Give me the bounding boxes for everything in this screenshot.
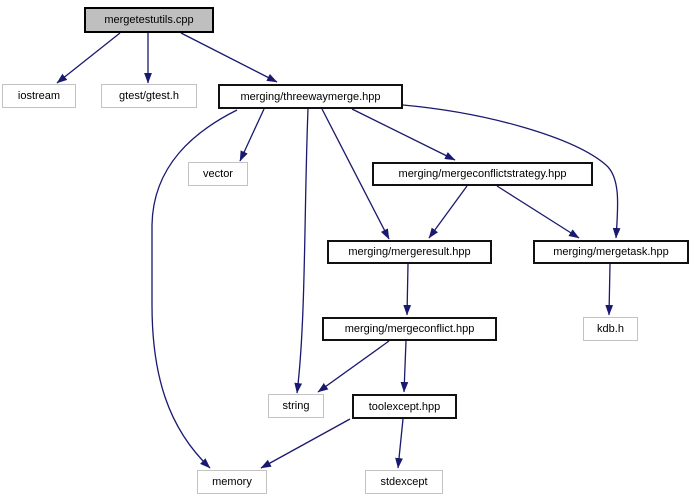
edge-threewaymerge-to-mergetask xyxy=(402,104,621,239)
edge-mergeconflict-to-string xyxy=(317,340,390,393)
node-merging-mergeresult-hpp[interactable]: merging/mergeresult.hpp xyxy=(327,240,492,264)
node-merging-mergetask-hpp[interactable]: merging/mergetask.hpp xyxy=(533,240,689,264)
node-iostream: iostream xyxy=(2,84,76,108)
node-stdexcept: stdexcept xyxy=(365,470,443,494)
node-merging-threewaymerge-hpp[interactable]: merging/threewaymerge.hpp xyxy=(218,84,403,109)
edge-toolexcept-to-memory xyxy=(260,418,351,469)
node-memory: memory xyxy=(197,470,267,494)
node-kdb-h: kdb.h xyxy=(583,317,638,341)
node-gtest-gtest-h: gtest/gtest.h xyxy=(101,84,197,108)
edge-toolexcept-to-stdexcept xyxy=(395,418,404,469)
edge-mergetestutils-to-iostream xyxy=(56,32,121,84)
node-vector: vector xyxy=(188,162,248,186)
edge-threewaymerge-to-mergeconflictstrategy xyxy=(351,108,456,161)
edge-mergeresult-to-mergeconflict xyxy=(403,263,412,316)
edge-threewaymerge-to-vector xyxy=(239,108,265,162)
edge-mergeconflictstrategy-to-mergetask xyxy=(496,185,580,239)
node-merging-mergeconflictstrategy-hpp[interactable]: merging/mergeconflictstrategy.hpp xyxy=(372,162,593,186)
edge-mergeconflictstrategy-to-mergeresult xyxy=(428,185,468,239)
node-toolexcept-hpp[interactable]: toolexcept.hpp xyxy=(352,394,457,419)
node-mergetestutils-cpp: mergetestutils.cpp xyxy=(84,7,214,33)
edge-mergeconflict-to-toolexcept xyxy=(400,340,409,393)
edge-threewaymerge-to-string xyxy=(294,108,309,394)
node-merging-mergeconflict-hpp[interactable]: merging/mergeconflict.hpp xyxy=(322,317,497,341)
edge-mergetask-to-kdb xyxy=(605,263,614,316)
edge-threewaymerge-to-memory xyxy=(151,109,238,469)
node-string: string xyxy=(268,394,324,418)
edge-threewaymerge-to-mergeresult xyxy=(321,108,390,240)
edge-mergetestutils-to-threewaymerge xyxy=(180,32,278,83)
